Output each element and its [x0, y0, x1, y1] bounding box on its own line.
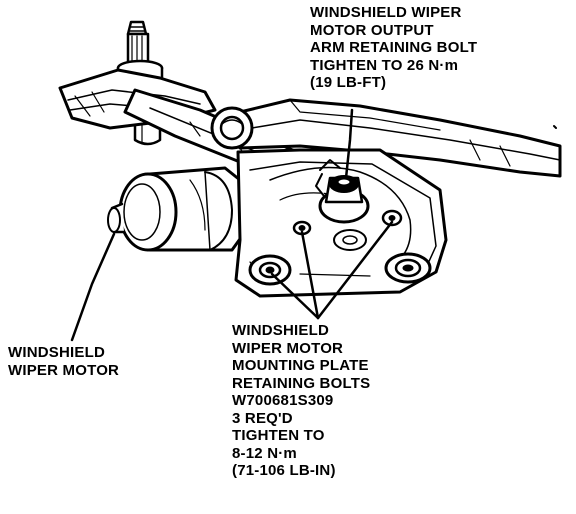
callout-line: RETAINING BOLTS [232, 374, 371, 392]
mounting-plate-bolt-1 [248, 254, 292, 286]
callout-line: WIPER MOTOR [232, 339, 344, 357]
callout-line: TIGHTEN TO [232, 427, 325, 444]
callout-line: MOUNTING PLATE [232, 357, 369, 374]
connecting-rod [210, 98, 562, 178]
callout-line: (71-106 LB-IN) [232, 462, 336, 479]
callout-line: WINDSHIELD [232, 322, 329, 339]
callout-windshield-wiper-motor: WINDSHIELD WIPER MOTOR [8, 344, 119, 379]
leader-lines [70, 108, 394, 342]
mounting-plate-bolt-3 [381, 209, 403, 227]
mounting-plate-bolt-4 [292, 220, 312, 236]
callout-mounting-plate-retaining-bolts: WINDSHIELD WIPER MOTOR MOUNTING PLATE RE… [232, 322, 370, 480]
callout-line: WIPER MOTOR [8, 361, 120, 379]
callout-line: WINDSHIELD WIPER [310, 4, 462, 21]
output-arm-retaining-bolt [315, 159, 370, 224]
callout-line: WINDSHIELD [8, 344, 105, 361]
callout-line: 3 REQ'D [232, 409, 293, 427]
callout-output-arm-retaining-bolt: WINDSHIELD WIPER MOTOR OUTPUT ARM RETAIN… [310, 4, 477, 92]
callout-line: 8-12 N·m [232, 444, 297, 462]
callout-line: W700681S309 [232, 392, 334, 409]
motor-hub [333, 229, 367, 251]
stray-mark [553, 125, 557, 129]
callout-line: ARM RETAINING BOLT [310, 39, 478, 56]
callout-line: MOTOR OUTPUT [310, 21, 434, 39]
wiper-motor-body [107, 166, 247, 252]
callout-line: (19 LB-FT) [310, 74, 387, 91]
mounting-plate-bolt-2 [384, 252, 432, 284]
callout-line: TIGHTEN TO 26 N·m [310, 56, 459, 74]
